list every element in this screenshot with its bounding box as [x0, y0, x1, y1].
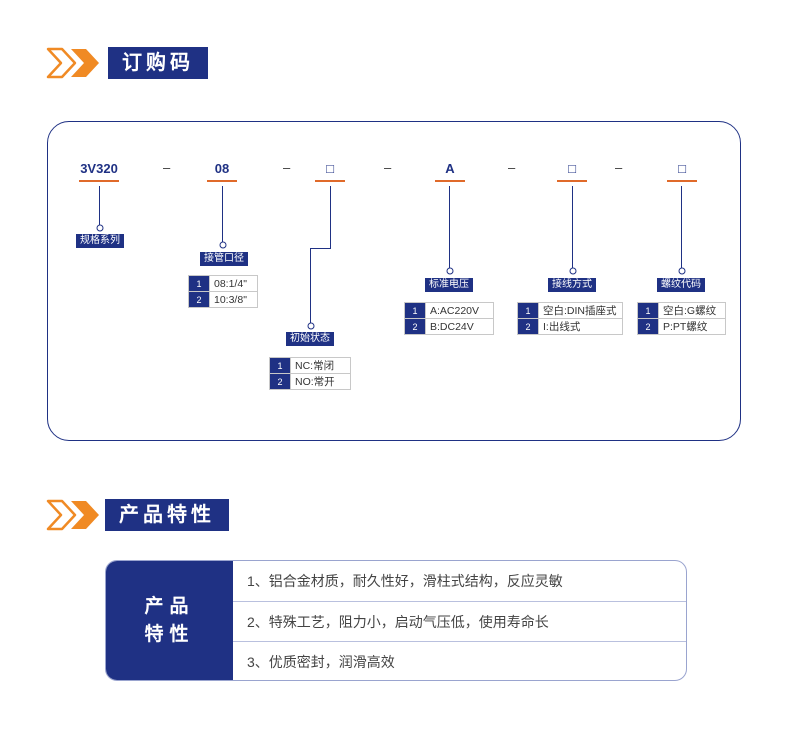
code-dash: – — [615, 160, 623, 175]
connector-line — [449, 186, 451, 269]
tag-wiring: 接线方式 — [548, 278, 596, 292]
tag-port: 接管口径 — [200, 252, 248, 266]
double-chevron-icon — [46, 499, 99, 531]
features-label: 产品 特性 — [106, 561, 233, 680]
code-dash: – — [163, 160, 171, 175]
code-segment-series: 3V320 — [80, 161, 118, 176]
option-number: 1 — [404, 302, 426, 319]
tag-series: 规格系列 — [76, 234, 124, 248]
order-code-panel — [47, 121, 741, 441]
option-number: 2 — [269, 373, 291, 390]
connector-dot — [446, 267, 453, 275]
connector-line — [681, 186, 683, 269]
option-text: NC:常闭 — [290, 357, 351, 374]
option-text: P:PT螺纹 — [658, 318, 726, 335]
option-text: 空白:G螺纹 — [658, 302, 726, 319]
code-underline — [557, 180, 587, 182]
option-number: 1 — [637, 302, 659, 319]
option-number: 2 — [188, 291, 210, 308]
order-code-header: 订购码 — [45, 47, 245, 79]
option-text: 08:1/4" — [209, 275, 258, 292]
code-segment-voltage: A — [445, 161, 455, 176]
connector-dot — [96, 224, 103, 232]
code-dash: – — [283, 160, 291, 175]
code-dash: – — [384, 160, 392, 175]
connector-line — [310, 248, 331, 250]
features-label-line2: 特性 — [144, 623, 195, 645]
option-number: 2 — [404, 318, 426, 335]
connector-dot — [678, 267, 685, 275]
tag-voltage: 标准电压 — [425, 278, 473, 292]
order-code-title: 订购码 — [108, 47, 208, 79]
option-number: 1 — [269, 357, 291, 374]
option-text: A:AC220V — [425, 302, 494, 319]
tag-initial: 初始状态 — [286, 332, 334, 346]
connector-dot — [219, 241, 226, 249]
features-panel: 产品 特性 1、铝合金材质，耐久性好，滑柱式结构，反应灵敏 2、特殊工艺，阻力小… — [105, 560, 687, 681]
code-segment-port: 08 — [214, 161, 230, 176]
features-label-line1: 产品 — [144, 595, 195, 617]
tag-thread: 螺纹代码 — [657, 278, 705, 292]
option-number: 2 — [517, 318, 539, 335]
features-title: 产品特性 — [105, 499, 229, 531]
option-text: I:出线式 — [538, 318, 623, 335]
option-number: 1 — [517, 302, 539, 319]
feature-item: 3、优质密封，润滑高效 — [233, 641, 686, 680]
code-underline — [667, 180, 697, 182]
features-header: 产品特性 — [45, 499, 265, 531]
connector-line — [330, 186, 332, 249]
connector-line — [222, 186, 224, 243]
option-text: 10:3/8" — [209, 291, 258, 308]
code-segment-wiring: □ — [568, 161, 576, 176]
code-dash: – — [508, 160, 516, 175]
option-number: 1 — [188, 275, 210, 292]
option-text: NO:常开 — [290, 373, 351, 390]
code-segment-initial: □ — [326, 161, 334, 176]
code-underline — [315, 180, 345, 182]
feature-item: 2、特殊工艺，阻力小，启动气压低，使用寿命长 — [233, 601, 686, 641]
code-underline — [435, 180, 465, 182]
option-text: B:DC24V — [425, 318, 494, 335]
connector-dot — [569, 267, 576, 275]
code-underline — [79, 180, 119, 182]
feature-item: 1、铝合金材质，耐久性好，滑柱式结构，反应灵敏 — [247, 573, 563, 589]
connector-dot — [307, 322, 314, 330]
option-text: 空白:DIN插座式 — [538, 302, 623, 319]
code-segment-thread: □ — [678, 161, 686, 176]
code-underline — [207, 180, 237, 182]
option-number: 2 — [637, 318, 659, 335]
connector-line — [572, 186, 574, 269]
double-chevron-icon — [46, 47, 99, 79]
connector-line — [99, 186, 101, 226]
connector-line — [310, 248, 312, 324]
